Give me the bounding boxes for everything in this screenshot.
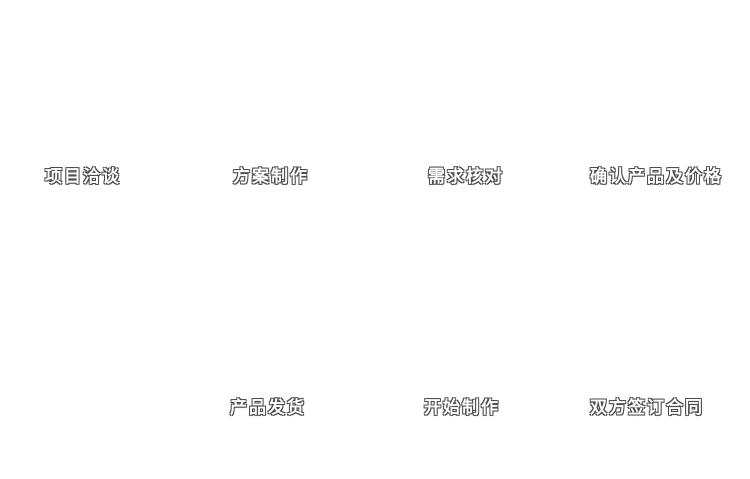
step-requirement-check: 需求核对 <box>428 167 504 187</box>
step-confirm-product-price: 确认产品及价格 <box>590 167 723 187</box>
step-proposal-creation: 方案制作 <box>233 167 309 187</box>
step-contract-signing: 双方签订合同 <box>590 398 704 418</box>
step-product-shipping: 产品发货 <box>230 398 306 418</box>
step-project-negotiation: 项目洽谈 <box>45 167 121 187</box>
step-start-production: 开始制作 <box>424 398 500 418</box>
